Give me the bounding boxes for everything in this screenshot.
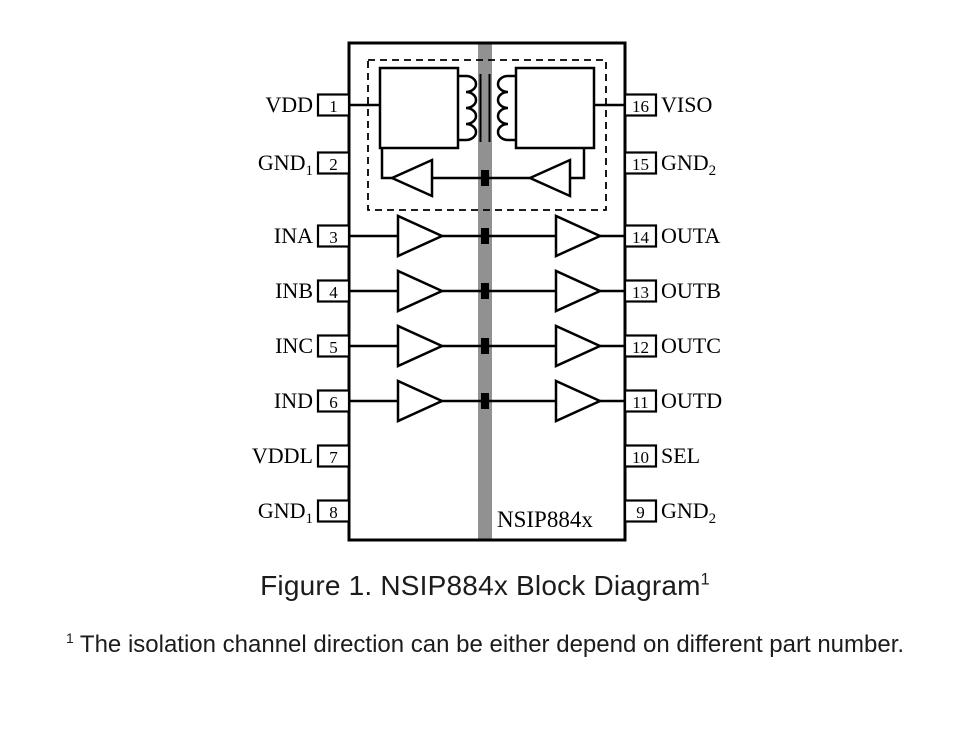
buffer-a-right — [554, 214, 604, 258]
pin-box — [316, 151, 351, 175]
pin-label-ind: IND — [274, 388, 313, 413]
channel-a — [349, 214, 625, 258]
pin-left-7: 7 VDDL — [252, 443, 351, 468]
pin-box — [623, 151, 658, 175]
barrier-crossing-tick — [481, 228, 489, 244]
pin-number: 1 — [329, 97, 338, 116]
footnote-marker: 1 — [65, 630, 74, 646]
pin-label-outa: OUTA — [661, 223, 720, 248]
pin-left-5: 5 INC — [275, 333, 351, 358]
pin-box — [316, 334, 351, 358]
pin-label-vdd: VDD — [265, 92, 313, 117]
pin-right-15: 15 GND2 — [623, 150, 716, 179]
figure-caption: Figure 1. NSIP884x Block Diagram1 — [0, 570, 970, 602]
pin-label-gnd2b: GND2 — [661, 498, 716, 527]
pin-box — [316, 444, 351, 468]
pin-box — [623, 499, 658, 523]
transformer-core-lines — [479, 74, 491, 142]
pin-label-sel: SEL — [661, 443, 700, 468]
pin-number: 8 — [329, 503, 338, 522]
pin-left-2: 2 GND1 — [258, 150, 351, 179]
primary-coil — [465, 74, 478, 142]
pin-number: 13 — [632, 283, 649, 302]
pin-left-8: 8 GND1 — [258, 498, 351, 527]
pin-number: 16 — [632, 97, 649, 116]
pin-right-16: 16 VISO — [623, 92, 712, 117]
buffer-d-right — [554, 379, 604, 423]
pin-box — [623, 93, 658, 117]
channel-b — [349, 269, 625, 313]
transformer-primary — [378, 66, 478, 150]
pin-number: 15 — [632, 155, 649, 174]
pin-label-outd: OUTD — [661, 388, 722, 413]
pin-box — [623, 444, 658, 468]
feedback-channel — [380, 148, 586, 198]
barrier-crossing-tick — [481, 170, 489, 186]
pin-number: 6 — [329, 393, 338, 412]
pin-left-3: 3 INA — [274, 223, 351, 248]
pin-label-outb: OUTB — [661, 278, 721, 303]
chip-label: NSIP884x — [497, 507, 593, 532]
pin-left-1: 1 VDD — [265, 92, 351, 117]
pin-number: 4 — [329, 283, 338, 302]
pin-number: 7 — [329, 448, 338, 467]
pin-label-vddl: VDDL — [252, 443, 313, 468]
pin-box — [316, 499, 351, 523]
caption-superscript: 1 — [700, 570, 710, 589]
pin-label-inc: INC — [275, 333, 313, 358]
pin-number: 9 — [636, 503, 645, 522]
pin-right-10: 10 SEL — [623, 443, 700, 468]
pin-number: 10 — [632, 448, 649, 467]
buffer-c-right — [554, 324, 604, 368]
pin-left-4: 4 INB — [275, 278, 351, 303]
pin-label-gnd1b: GND1 — [258, 498, 313, 527]
chip-block-diagram: 1 VDD 2 GND1 3 INA 4 INB 5 INC 6 IND 7 V… — [252, 41, 722, 542]
pin-number: 2 — [329, 155, 338, 174]
pin-label-outc: OUTC — [661, 333, 721, 358]
pin-box — [316, 389, 351, 413]
pin-number: 3 — [329, 228, 338, 247]
buffer-b-left — [396, 269, 446, 313]
pin-right-11: 11 OUTD — [623, 388, 722, 413]
figure-footnote: 1 The isolation channel direction can be… — [45, 628, 925, 663]
power-isolation-dashed-box — [367, 59, 607, 211]
buffer-b-right — [554, 269, 604, 313]
pin-number: 14 — [632, 228, 650, 247]
pin-label-gnd2: GND2 — [661, 150, 716, 179]
feedback-amp-right — [526, 158, 572, 198]
pin-right-14: 14 OUTA — [623, 223, 720, 248]
barrier-crossing-tick — [481, 283, 489, 299]
caption-text: Figure 1. NSIP884x Block Diagram — [260, 570, 701, 601]
channel-d — [349, 379, 625, 423]
secondary-coil — [496, 74, 509, 142]
pin-label-gnd1: GND1 — [258, 150, 313, 179]
barrier-crossing-tick — [481, 393, 489, 409]
pin-label-viso: VISO — [661, 92, 712, 117]
feedback-amp-left — [388, 158, 434, 198]
buffer-c-left — [396, 324, 446, 368]
pin-right-13: 13 OUTB — [623, 278, 721, 303]
pin-right-12: 12 OUTC — [623, 333, 721, 358]
pin-label-ina: INA — [274, 223, 313, 248]
barrier-crossing-tick — [481, 338, 489, 354]
footnote-text: The isolation channel direction can be e… — [79, 631, 905, 658]
pin-number: 11 — [632, 393, 648, 412]
pin-box — [623, 389, 658, 413]
pin-number: 5 — [329, 338, 338, 357]
pin-right-9: 9 GND2 — [623, 498, 716, 527]
pin-box — [316, 224, 351, 248]
pin-box — [316, 279, 351, 303]
pin-left-6: 6 IND — [274, 388, 351, 413]
channel-c — [349, 324, 625, 368]
pin-number: 12 — [632, 338, 649, 357]
buffer-a-left — [396, 214, 446, 258]
block-diagram-figure: 1 VDD 2 GND1 3 INA 4 INB 5 INC 6 IND 7 V… — [0, 41, 970, 663]
pin-label-inb: INB — [275, 278, 313, 303]
pin-box — [316, 93, 351, 117]
transformer-secondary — [496, 66, 596, 150]
pin-box — [623, 279, 658, 303]
pin-box — [623, 224, 658, 248]
buffer-d-left — [396, 379, 446, 423]
pin-box — [623, 334, 658, 358]
